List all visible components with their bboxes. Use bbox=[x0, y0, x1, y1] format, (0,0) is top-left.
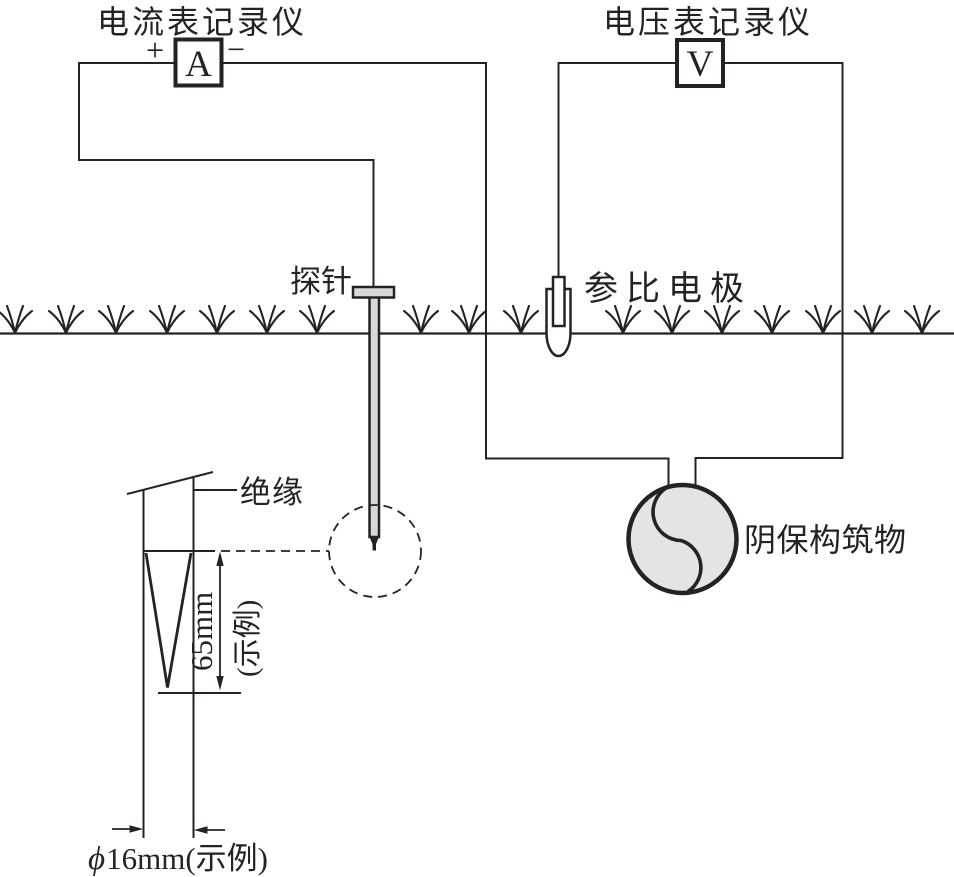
diameter-arrowhead-left bbox=[129, 825, 144, 833]
length-arrowhead-down bbox=[216, 676, 224, 691]
break-line bbox=[126, 471, 214, 495]
electrode-rod bbox=[551, 275, 566, 328]
ammeter-symbol: A bbox=[185, 44, 212, 85]
insulation-label: 绝缘 bbox=[240, 475, 304, 510]
reference-electrode: 参比电极 bbox=[545, 270, 752, 358]
diameter-arrowhead-right bbox=[193, 826, 208, 834]
ammeter-label: 电流表记录仪 bbox=[97, 4, 307, 40]
detail-dashed-circle bbox=[328, 504, 422, 598]
wire-ammeter-plus-to-probe bbox=[78, 62, 375, 287]
ammeter-box bbox=[173, 37, 224, 88]
diameter-value: ϕ16mm(示例) bbox=[88, 841, 268, 877]
wire-voltmeter-to-structure bbox=[694, 62, 844, 488]
phi-symbol: ϕ bbox=[88, 841, 105, 877]
wire-ammeter-minus-to-structure bbox=[222, 62, 670, 488]
length-note: (示例) bbox=[231, 600, 264, 677]
voltmeter-label: 电压表记录仪 bbox=[603, 4, 813, 40]
structure-s-curve bbox=[651, 485, 703, 594]
ammeter-plus-sign: + bbox=[146, 32, 164, 68]
structure-circle bbox=[626, 482, 739, 596]
reference-electrode-label: 参比电极 bbox=[584, 270, 752, 308]
length-value: 65mm bbox=[184, 592, 219, 671]
diameter-dimension: ϕ16mm(示例) bbox=[88, 825, 268, 877]
ammeter-minus-sign: − bbox=[227, 31, 245, 67]
length-arrowhead-up bbox=[216, 551, 224, 566]
probe: 探针 bbox=[290, 264, 396, 551]
voltmeter-recorder: 电压表记录仪 V bbox=[603, 4, 813, 88]
length-dimension: 65mm (示例) bbox=[184, 551, 264, 691]
cone-tip-shape bbox=[144, 552, 193, 688]
probe-tip-detail: 绝缘 65mm (示例) ϕ16mm(示例) bbox=[88, 471, 304, 877]
probe-handle bbox=[351, 285, 396, 299]
probe-label: 探针 bbox=[290, 264, 352, 299]
protected-structure: 阴保构筑物 bbox=[626, 482, 907, 596]
grass-row bbox=[0, 304, 941, 335]
probe-tip bbox=[369, 537, 379, 551]
structure-label: 阴保构筑物 bbox=[744, 522, 907, 558]
probe-shaft bbox=[368, 292, 381, 539]
diameter-text: 16mm(示例) bbox=[106, 841, 268, 876]
voltmeter-symbol: V bbox=[687, 44, 714, 85]
voltmeter-box bbox=[675, 38, 725, 88]
wire-voltmeter-to-electrode bbox=[557, 62, 677, 278]
ammeter-recorder: 电流表记录仪 + − A bbox=[97, 4, 307, 88]
